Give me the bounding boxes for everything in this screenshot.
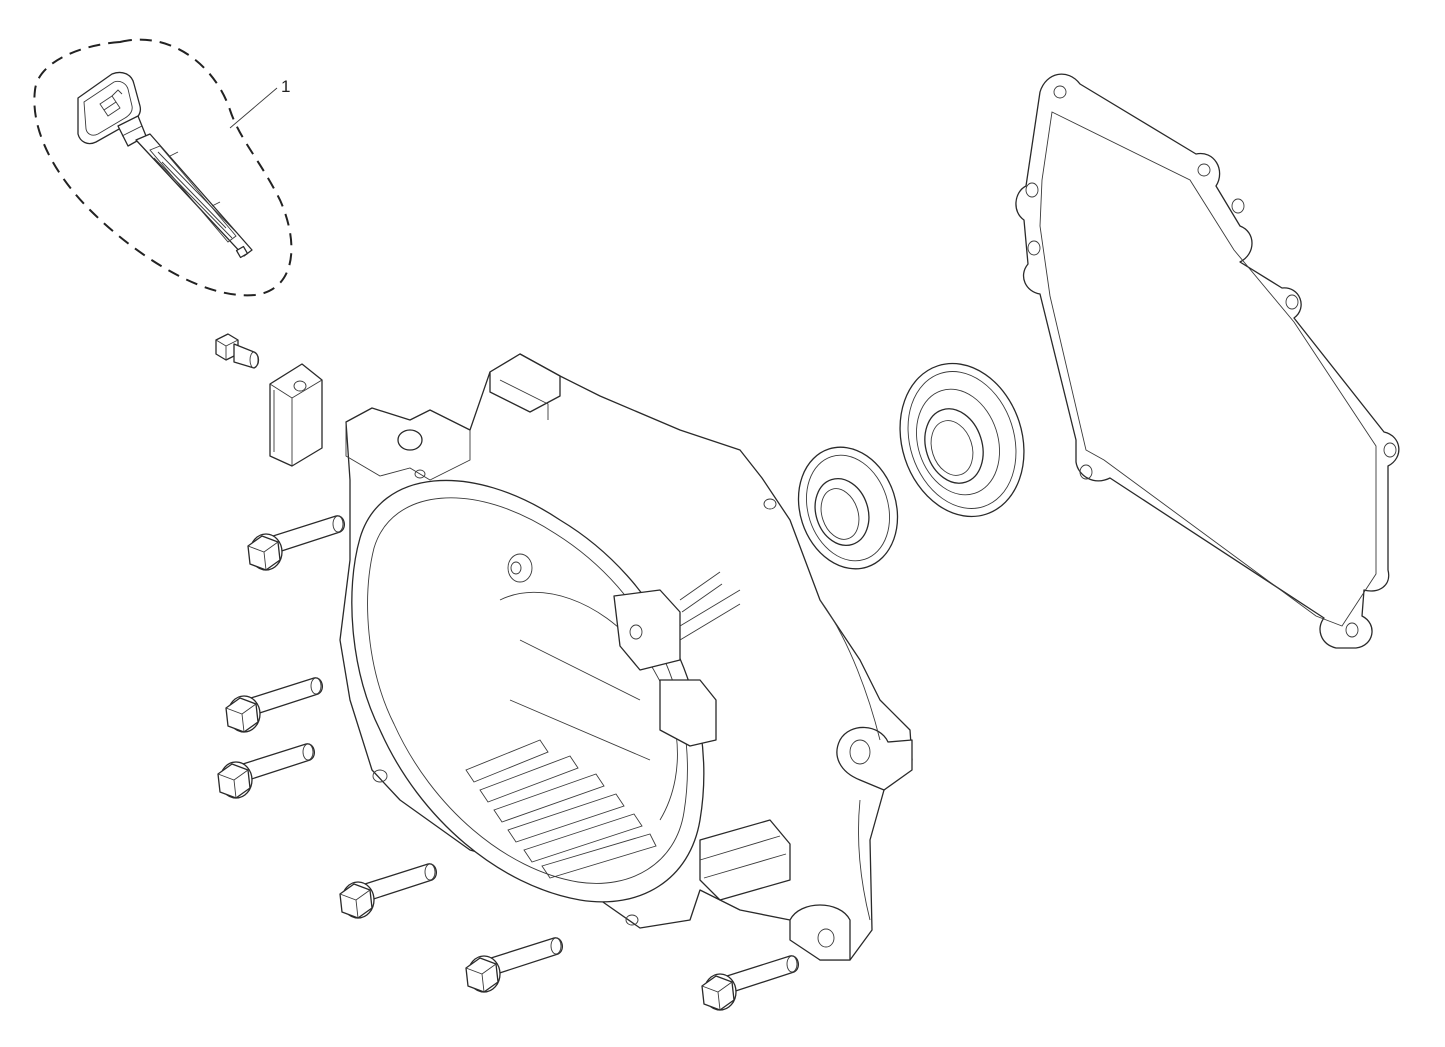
- flange-bolt-6: [701, 955, 800, 1011]
- oil-can-icon: [99, 89, 123, 117]
- cooling-slots: [465, 739, 657, 879]
- flange-bolt-2: [225, 677, 324, 733]
- flange-bolt-3: [217, 743, 316, 799]
- crankcase-cover: [339, 353, 913, 961]
- oil-seal: [797, 446, 899, 570]
- callout-leader-line: [229, 87, 278, 129]
- oil-dipstick: [77, 71, 253, 259]
- flange-bolt-4: [339, 863, 438, 919]
- callout-number: 1: [281, 77, 290, 96]
- flange-bolt-1: [247, 515, 346, 571]
- flange-bolt-5: [465, 937, 564, 993]
- crankcase-gasket: [1015, 73, 1400, 649]
- small-flange-bolt: [215, 333, 260, 369]
- dashed-highlight-outline: [33, 38, 293, 297]
- ball-bearing: [899, 362, 1025, 518]
- dipstick-callout-group[interactable]: 1: [33, 38, 293, 297]
- mounting-bracket: [269, 363, 323, 467]
